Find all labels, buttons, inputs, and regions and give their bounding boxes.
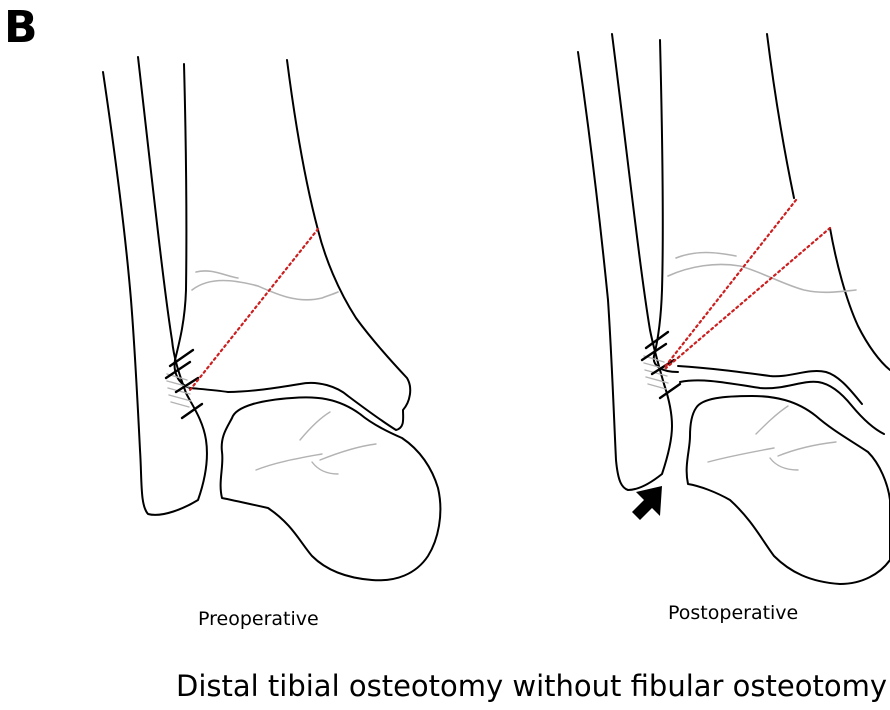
post-joint-line-2 (676, 253, 736, 259)
pre-talus-texture-2 (300, 412, 330, 440)
pre-tibia (190, 60, 410, 430)
pre-osteotomy-line (190, 229, 318, 390)
post-tibia-plafond (680, 380, 884, 434)
post-osteotomy-line-proximal (664, 200, 796, 368)
pre-talus-texture-3 (320, 444, 376, 460)
preoperative-drawing (103, 57, 440, 580)
caption-postoperative: Postoperative (668, 604, 798, 623)
post-tibia-lateral (654, 40, 678, 372)
caption-preoperative: Preoperative (198, 610, 319, 629)
post-talus (687, 396, 890, 584)
arrow-icon (632, 486, 662, 520)
post-talus-texture-1 (708, 448, 774, 462)
pre-talus-texture-4 (312, 462, 338, 474)
post-talus-texture-3 (778, 442, 836, 456)
pre-joint-line-2 (196, 271, 238, 278)
pre-tibia-lateral (175, 64, 190, 388)
postoperative-drawing (578, 34, 890, 584)
post-tibia-plafond-2 (678, 366, 862, 404)
post-osteotomy-line-distal (666, 228, 830, 368)
pre-joint-line (192, 281, 338, 300)
figure-title: Distal tibial osteotomy without fibular … (176, 672, 887, 701)
post-fibula (578, 34, 672, 490)
post-joint-line (668, 264, 856, 292)
post-talus-texture-4 (770, 458, 798, 470)
post-tibia-distal (830, 228, 890, 370)
pre-talus (221, 397, 441, 580)
post-tibia-medial-shaft (767, 34, 794, 198)
post-talus-texture-2 (756, 406, 788, 434)
pre-fibula (103, 57, 207, 515)
